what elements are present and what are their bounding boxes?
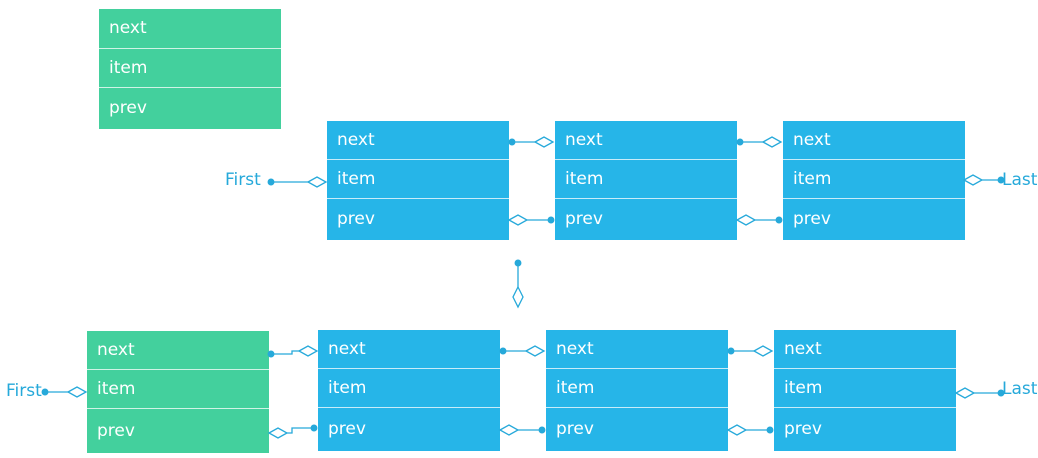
- top-prev-link-3-2: [735, 214, 783, 226]
- bottom-last-pointer: [954, 387, 1005, 399]
- node-field-prev: prev: [555, 199, 737, 240]
- top-list-node-1: next item prev: [327, 121, 509, 240]
- top-list-node-3: next item prev: [783, 121, 965, 240]
- bottom-next-link-new-1: [267, 345, 319, 358]
- bottom-list-new-node: next item prev: [87, 331, 269, 453]
- node-field-prev: prev: [87, 409, 269, 453]
- node-field-item: item: [774, 369, 956, 408]
- top-next-link-2-3: [736, 136, 783, 148]
- node-field-next: next: [774, 330, 956, 369]
- node-field-prev: prev: [774, 408, 956, 451]
- node-field-prev: prev: [783, 199, 965, 240]
- top-last-label: Last: [1002, 170, 1038, 190]
- node-field-next: next: [546, 330, 728, 369]
- bottom-list-node-3: next item prev: [774, 330, 956, 451]
- bottom-list-node-2: next item prev: [546, 330, 728, 451]
- node-field-prev: prev: [99, 88, 281, 129]
- transition-arrow: [512, 259, 524, 309]
- top-next-link-1-2: [508, 136, 555, 148]
- top-first-label: First: [225, 170, 261, 190]
- node-field-next: next: [783, 121, 965, 160]
- node-field-item: item: [327, 160, 509, 199]
- node-field-next: next: [99, 9, 281, 49]
- legend-node: next item prev: [99, 9, 281, 129]
- bottom-prev-link-2-1: [498, 424, 546, 436]
- node-field-next: next: [327, 121, 509, 160]
- node-field-next: next: [555, 121, 737, 160]
- node-field-item: item: [87, 370, 269, 409]
- node-field-next: next: [87, 331, 269, 370]
- top-last-pointer: [962, 174, 1005, 186]
- bottom-last-label: Last: [1002, 379, 1038, 399]
- bottom-next-link-1-2: [499, 345, 546, 357]
- node-field-item: item: [555, 160, 737, 199]
- node-field-item: item: [99, 49, 281, 88]
- top-first-pointer: [267, 176, 328, 188]
- node-field-item: item: [546, 369, 728, 408]
- bottom-list-node-1: next item prev: [318, 330, 500, 451]
- node-field-prev: prev: [327, 199, 509, 240]
- top-list-node-2: next item prev: [555, 121, 737, 240]
- node-field-next: next: [318, 330, 500, 369]
- node-field-prev: prev: [546, 408, 728, 451]
- top-prev-link-2-1: [507, 214, 555, 226]
- bottom-prev-link-1-new: [267, 424, 318, 439]
- bottom-prev-link-3-2: [726, 424, 774, 436]
- bottom-first-pointer: [41, 386, 88, 398]
- node-field-item: item: [783, 160, 965, 199]
- node-field-prev: prev: [318, 408, 500, 451]
- bottom-first-label: First: [6, 381, 42, 401]
- bottom-next-link-2-3: [727, 345, 774, 357]
- node-field-item: item: [318, 369, 500, 408]
